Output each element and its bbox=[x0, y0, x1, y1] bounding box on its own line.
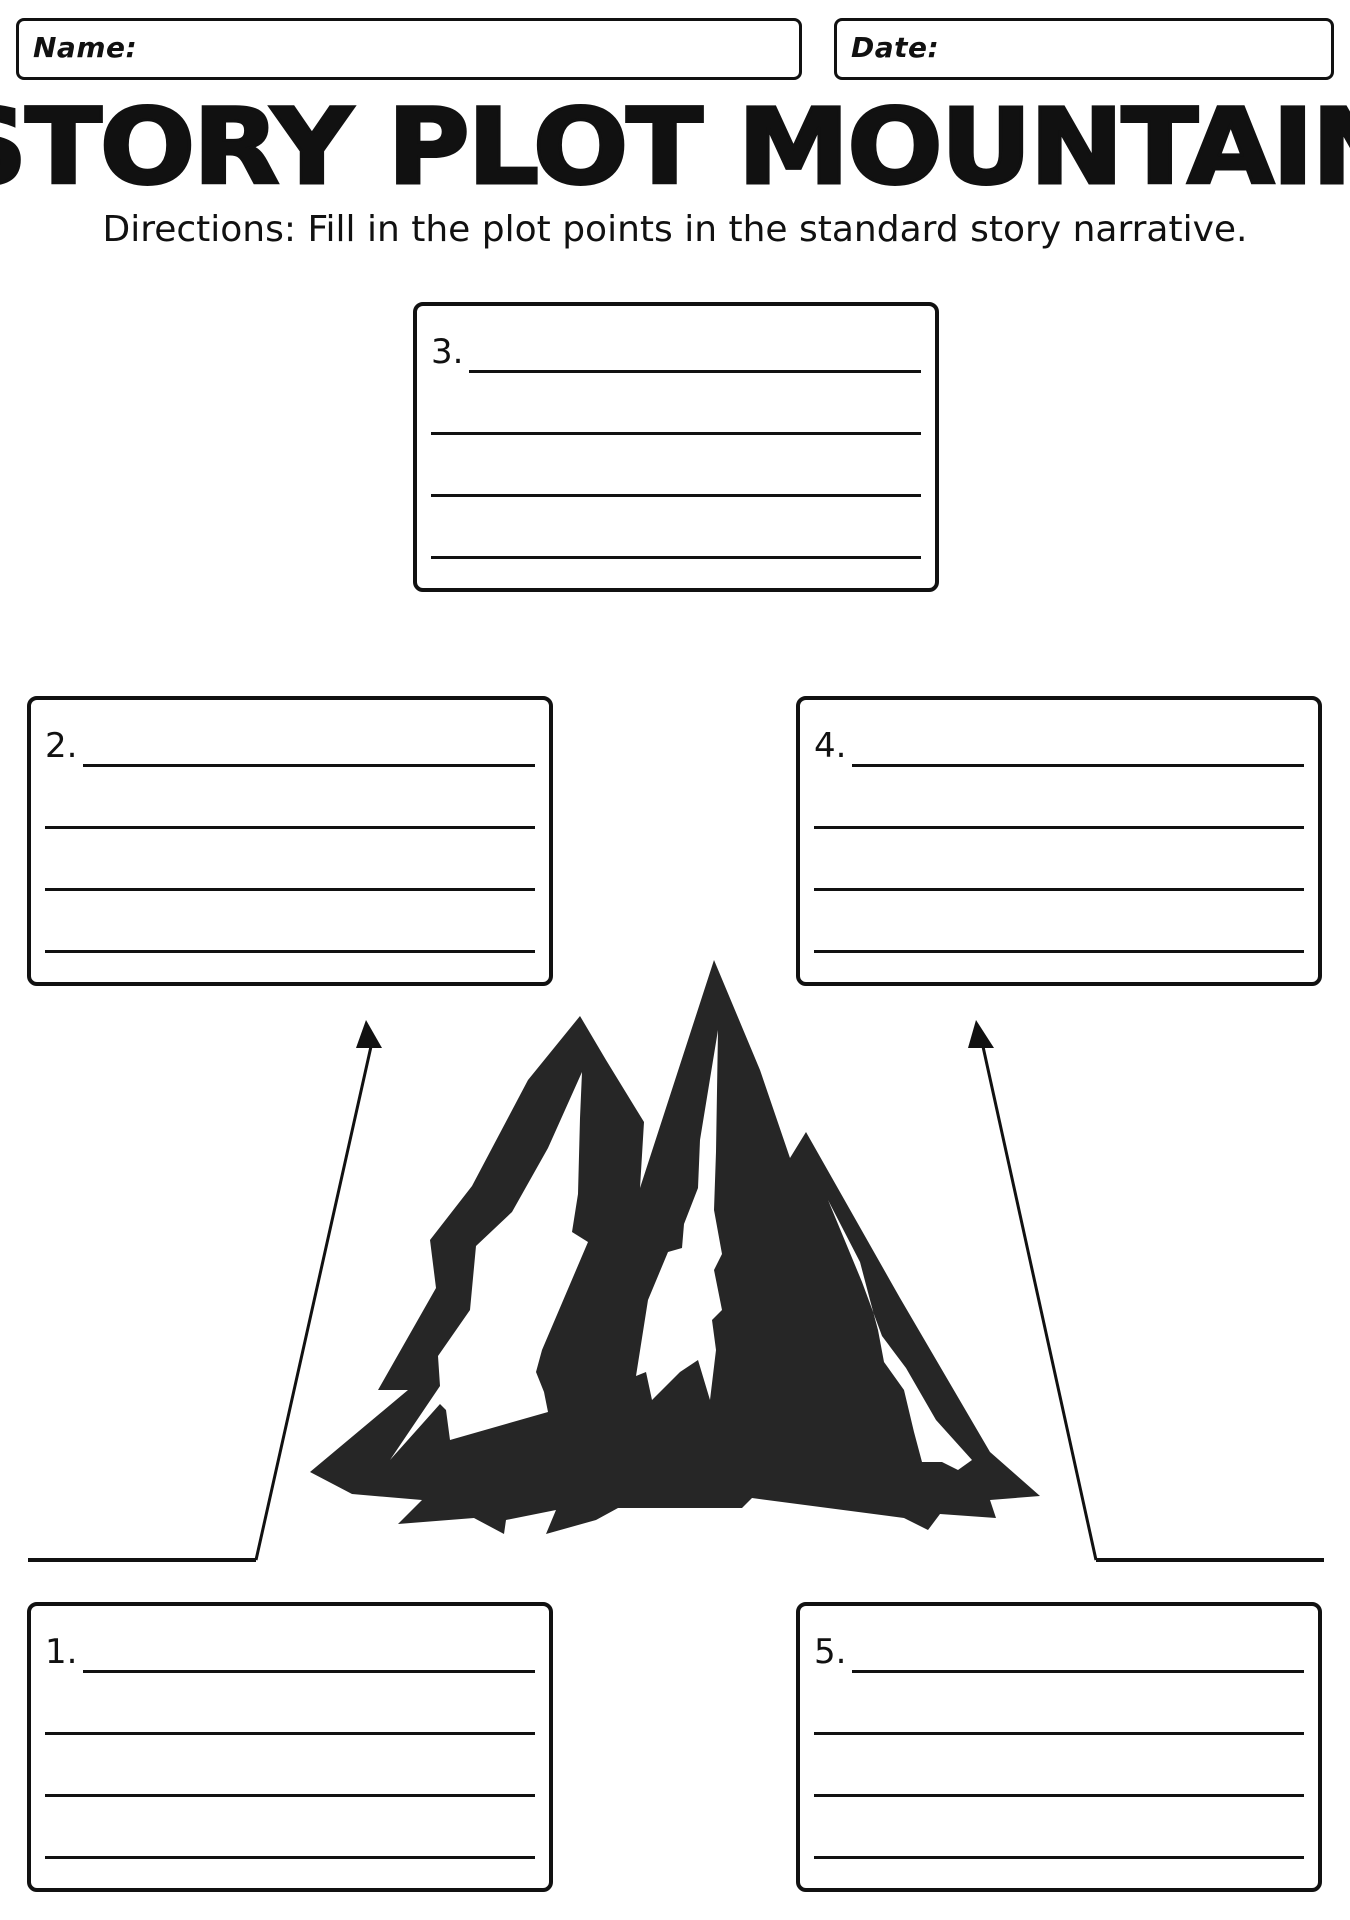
write-line[interactable] bbox=[431, 494, 921, 497]
write-line[interactable] bbox=[814, 1856, 1304, 1859]
write-line[interactable] bbox=[852, 1670, 1304, 1673]
page-title: STORY PLOT MOUNTAIN bbox=[0, 86, 1350, 208]
plot-point-box-3[interactable]: 3. bbox=[413, 302, 939, 592]
right-arrow-line bbox=[980, 1041, 1098, 1561]
write-line[interactable] bbox=[814, 1732, 1304, 1735]
box-number: 3. bbox=[431, 332, 464, 372]
plot-point-box-5[interactable]: 5. bbox=[796, 1602, 1322, 1892]
arrow-up-icon bbox=[968, 1020, 994, 1048]
write-line[interactable] bbox=[814, 1794, 1304, 1797]
directions-text: Directions: Fill in the plot points in t… bbox=[102, 209, 1248, 250]
mountain-icon bbox=[310, 960, 1040, 1534]
box-number: 2. bbox=[45, 726, 78, 766]
write-line[interactable] bbox=[45, 888, 535, 891]
box-number: 4. bbox=[814, 726, 847, 766]
write-line[interactable] bbox=[45, 826, 535, 829]
write-line[interactable] bbox=[852, 764, 1304, 767]
box-number: 1. bbox=[45, 1632, 78, 1672]
write-line[interactable] bbox=[814, 888, 1304, 891]
plot-point-box-1[interactable]: 1. bbox=[27, 1602, 553, 1892]
date-label: Date: bbox=[851, 31, 940, 64]
write-line[interactable] bbox=[45, 1794, 535, 1797]
write-line[interactable] bbox=[45, 1856, 535, 1859]
arrow-up-icon bbox=[356, 1020, 382, 1048]
write-line[interactable] bbox=[45, 950, 535, 953]
write-line[interactable] bbox=[45, 1732, 535, 1735]
write-line[interactable] bbox=[83, 764, 535, 767]
date-field[interactable]: Date: bbox=[834, 18, 1334, 80]
write-line[interactable] bbox=[431, 556, 921, 559]
plot-point-box-2[interactable]: 2. bbox=[27, 696, 553, 986]
write-line[interactable] bbox=[431, 432, 921, 435]
write-line[interactable] bbox=[83, 1670, 535, 1673]
box-number: 5. bbox=[814, 1632, 847, 1672]
left-arrow-line bbox=[254, 1041, 374, 1561]
write-line[interactable] bbox=[469, 370, 921, 373]
name-label: Name: bbox=[33, 31, 138, 64]
write-line[interactable] bbox=[814, 950, 1304, 953]
name-field[interactable]: Name: bbox=[16, 18, 802, 80]
plot-point-box-4[interactable]: 4. bbox=[796, 696, 1322, 986]
write-line[interactable] bbox=[814, 826, 1304, 829]
